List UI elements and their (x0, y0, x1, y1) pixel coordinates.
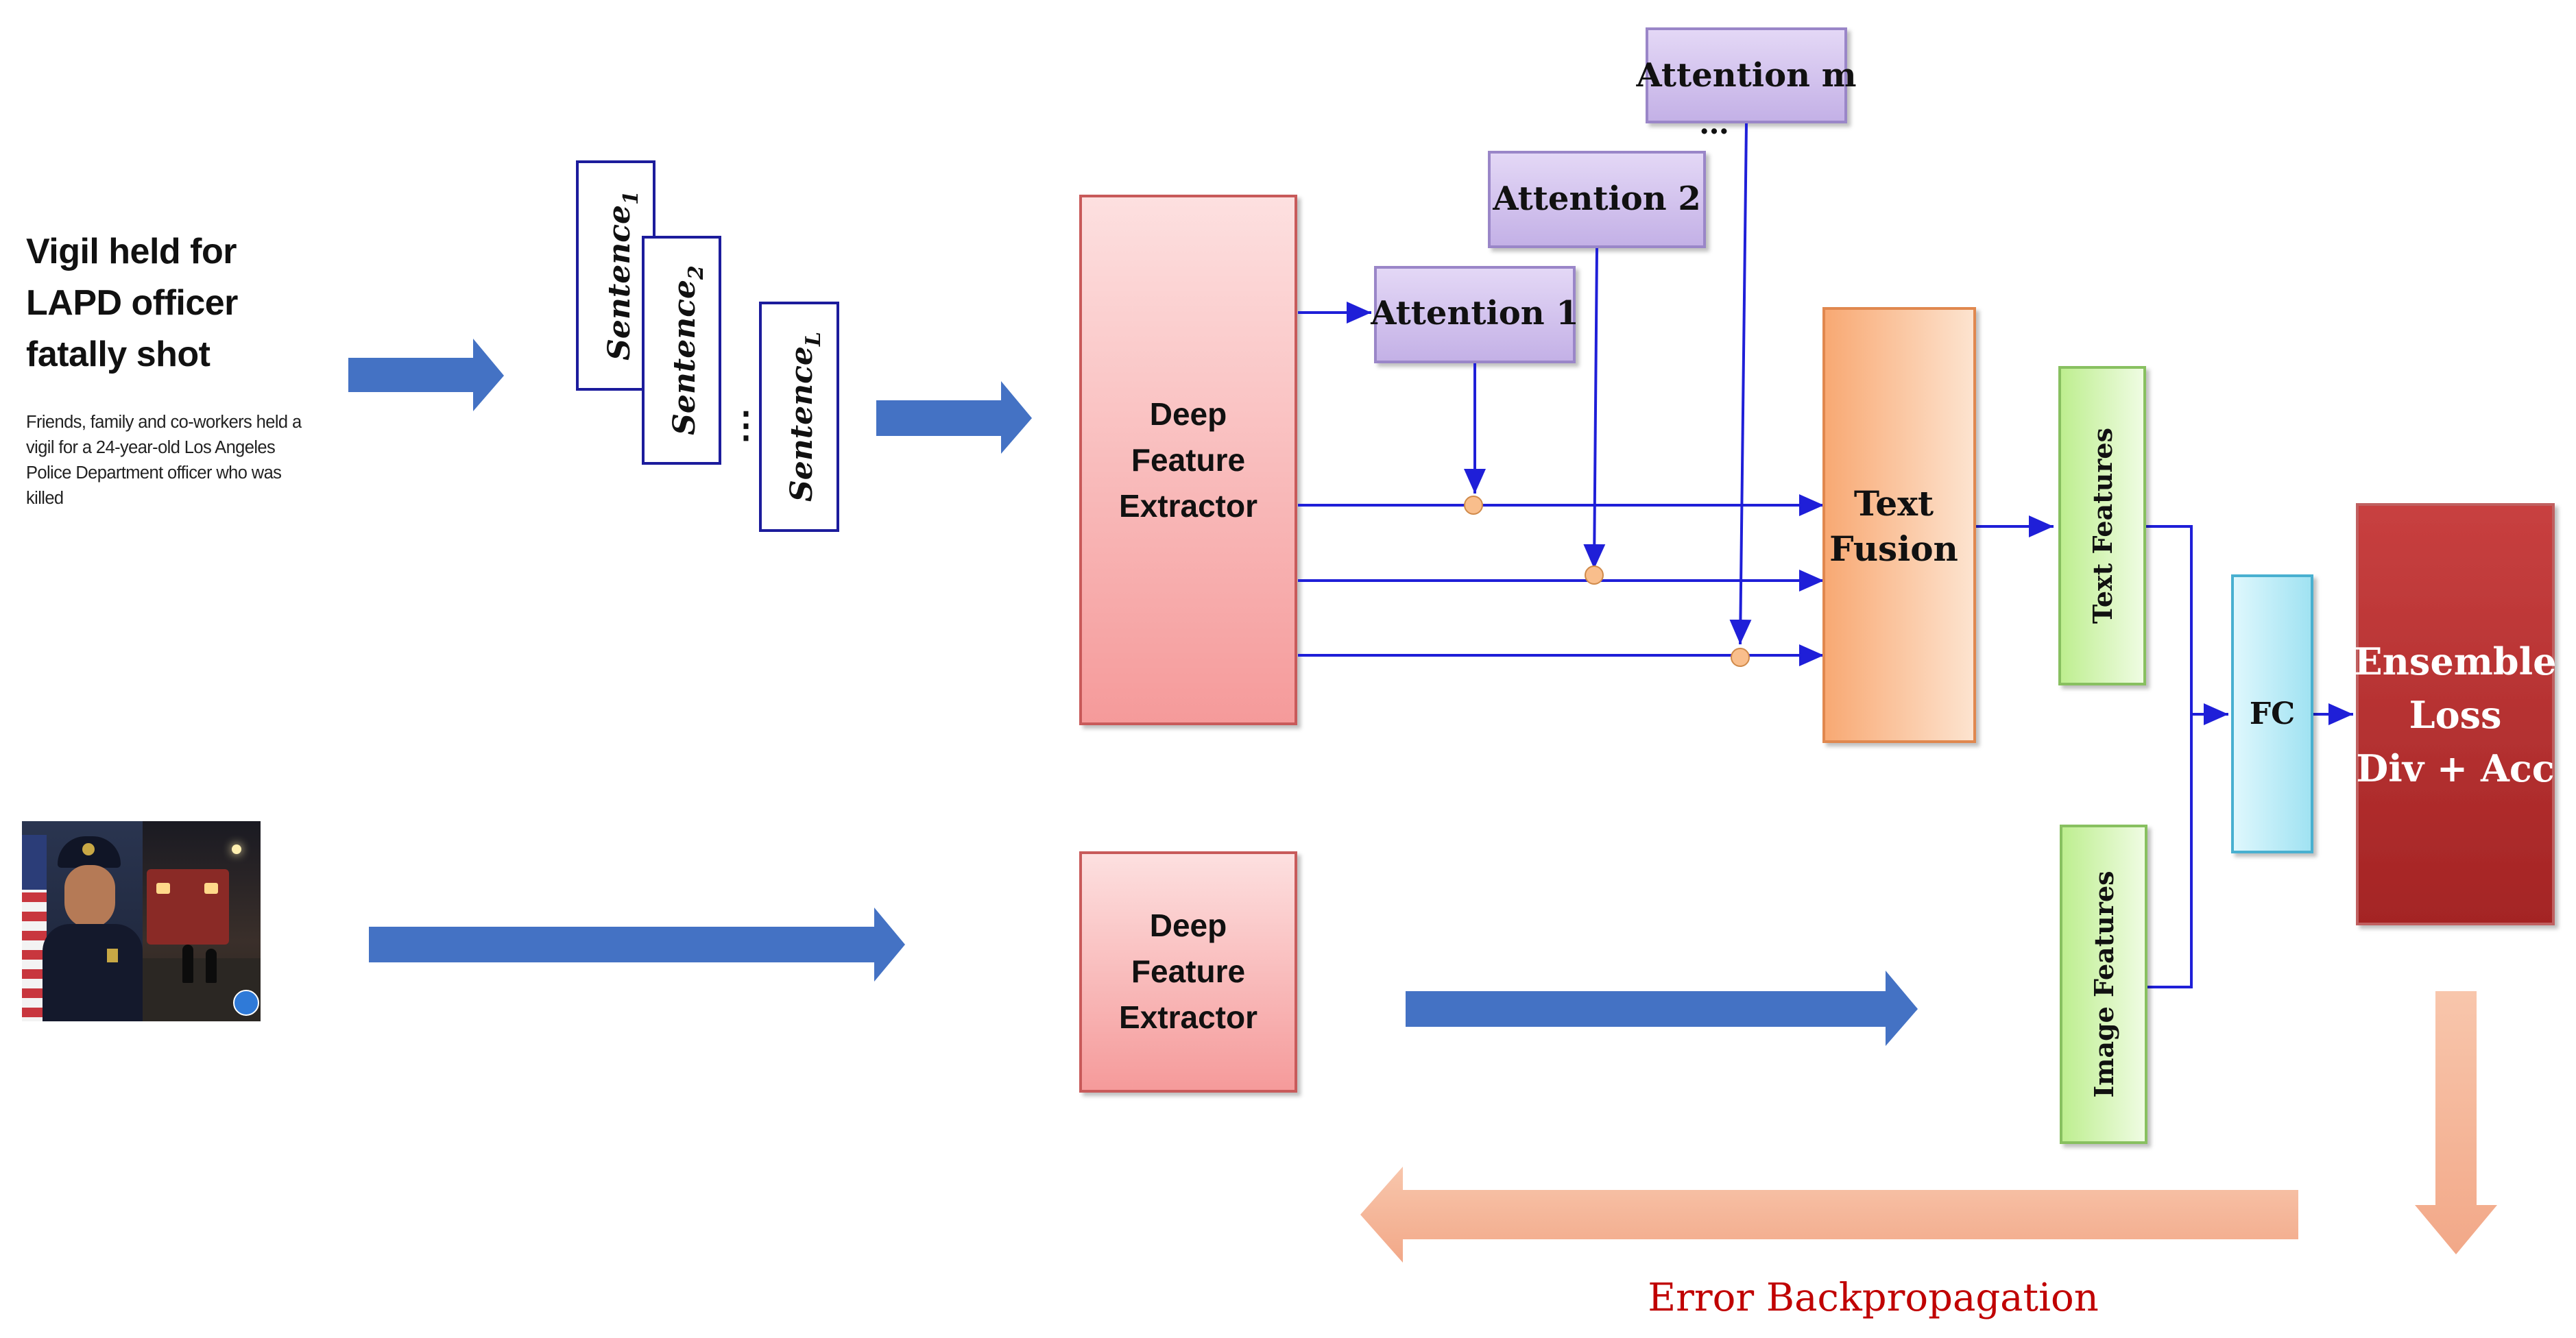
fc-box: FC (2231, 574, 2313, 853)
text-features-label: Text Features (2087, 428, 2118, 624)
text-feature-extractor: Deep Feature Extractor (1079, 195, 1297, 725)
truck-light-1 (156, 883, 170, 894)
flag-stars (22, 835, 47, 890)
cap-badge (82, 843, 95, 855)
features-bracket-line (2146, 525, 2193, 988)
sentence-l-subscript: L (802, 332, 826, 347)
image-extractor-line-2: Feature (1131, 953, 1245, 989)
text-fusion-line-2: Fusion (1829, 528, 1958, 569)
sentence-2-subscript: 2 (684, 265, 708, 280)
news-body: Friends, family and co-workers held a vi… (26, 413, 302, 508)
svg-text:SentenceL: SentenceL (784, 332, 826, 502)
image-input-arrow (369, 908, 905, 982)
image-features-box: Image Features (2060, 825, 2147, 1144)
sentence-1-label: Sentence (602, 205, 637, 361)
fusion-point-1 (1464, 496, 1483, 515)
sentence-1-box: Sentence1 (576, 160, 655, 391)
uniform-badge (107, 949, 118, 962)
sentence-1-subscript: 1 (619, 191, 643, 205)
attention-m-label: Attention m (1636, 56, 1857, 95)
text-extractor-line-1: Deep (1150, 396, 1227, 432)
sentence-2-box: Sentence2 (642, 236, 721, 465)
ensemble-loss-box: Ensemble Loss Div + Acc (2355, 503, 2557, 925)
ensemble-line-1: Ensemble (2355, 640, 2557, 683)
ensemble-line-2: Loss (2409, 693, 2502, 737)
image-features-label: Image Features (2089, 871, 2119, 1097)
street-light (232, 844, 241, 854)
text-extractor-line-3: Extractor (1119, 488, 1257, 524)
error-backprop-label: Error Backpropagation (1648, 1276, 2099, 1320)
ensemble-line-3: Div + Acc (2356, 746, 2554, 790)
person-silhouette-2 (206, 949, 217, 983)
text-fusion-line-1: Text (1854, 483, 1934, 524)
scene-photo (143, 821, 261, 1021)
officer-uniform (43, 924, 143, 1021)
input-text-arrow (348, 339, 504, 411)
text-extractor-line-2: Feature (1131, 442, 1245, 478)
sentence-2-label: Sentence (667, 280, 702, 435)
svg-text:Sentence2: Sentence2 (667, 265, 708, 435)
error-backprop-arrow (1360, 1167, 2298, 1263)
person-silhouette-1 (182, 945, 193, 983)
attention-m-down-line (1729, 123, 1752, 645)
sentence-l-box: SentenceL (759, 302, 839, 532)
image-extractor-line-1: Deep (1150, 908, 1227, 943)
fc-label: FC (2250, 696, 2295, 731)
attention-ellipsis: … (1699, 106, 1729, 141)
attention-1-label: Attention 1 (1370, 294, 1579, 332)
attention-m-box: Attention m (1636, 27, 1857, 123)
sentences-to-extractor-arrow (876, 381, 1032, 454)
attention-2-box: Attention 2 (1488, 151, 1706, 248)
text-fusion-box: Text Fusion (1822, 307, 1976, 743)
extractor-to-image-features-arrow (1406, 971, 1918, 1046)
attention-1-box: Attention 1 (1370, 266, 1579, 363)
image-extractor-line-3: Extractor (1119, 999, 1257, 1035)
fusion-point-2 (1585, 565, 1604, 585)
image-feature-extractor: Deep Feature Extractor (1079, 851, 1297, 1093)
channel-logo (233, 990, 259, 1016)
news-headline: Vigil held for LAPD officer fatally shot (26, 232, 238, 374)
truck-light-2 (204, 883, 218, 894)
officer-photo (22, 821, 143, 1021)
sentence-ellipsis: ⋮ (728, 404, 764, 446)
connectors (1298, 123, 2353, 988)
text-features-box: Text Features (2058, 366, 2146, 685)
fire-truck (147, 869, 229, 945)
sentence-l-label: Sentence (784, 346, 819, 502)
officer-face (64, 865, 115, 928)
svg-text:Sentence1: Sentence1 (602, 191, 643, 361)
fusion-point-m (1731, 648, 1750, 667)
attention-2-down-line (1583, 247, 1606, 570)
attention-2-label: Attention 2 (1492, 180, 1701, 218)
loss-down-arrow (2415, 991, 2497, 1254)
